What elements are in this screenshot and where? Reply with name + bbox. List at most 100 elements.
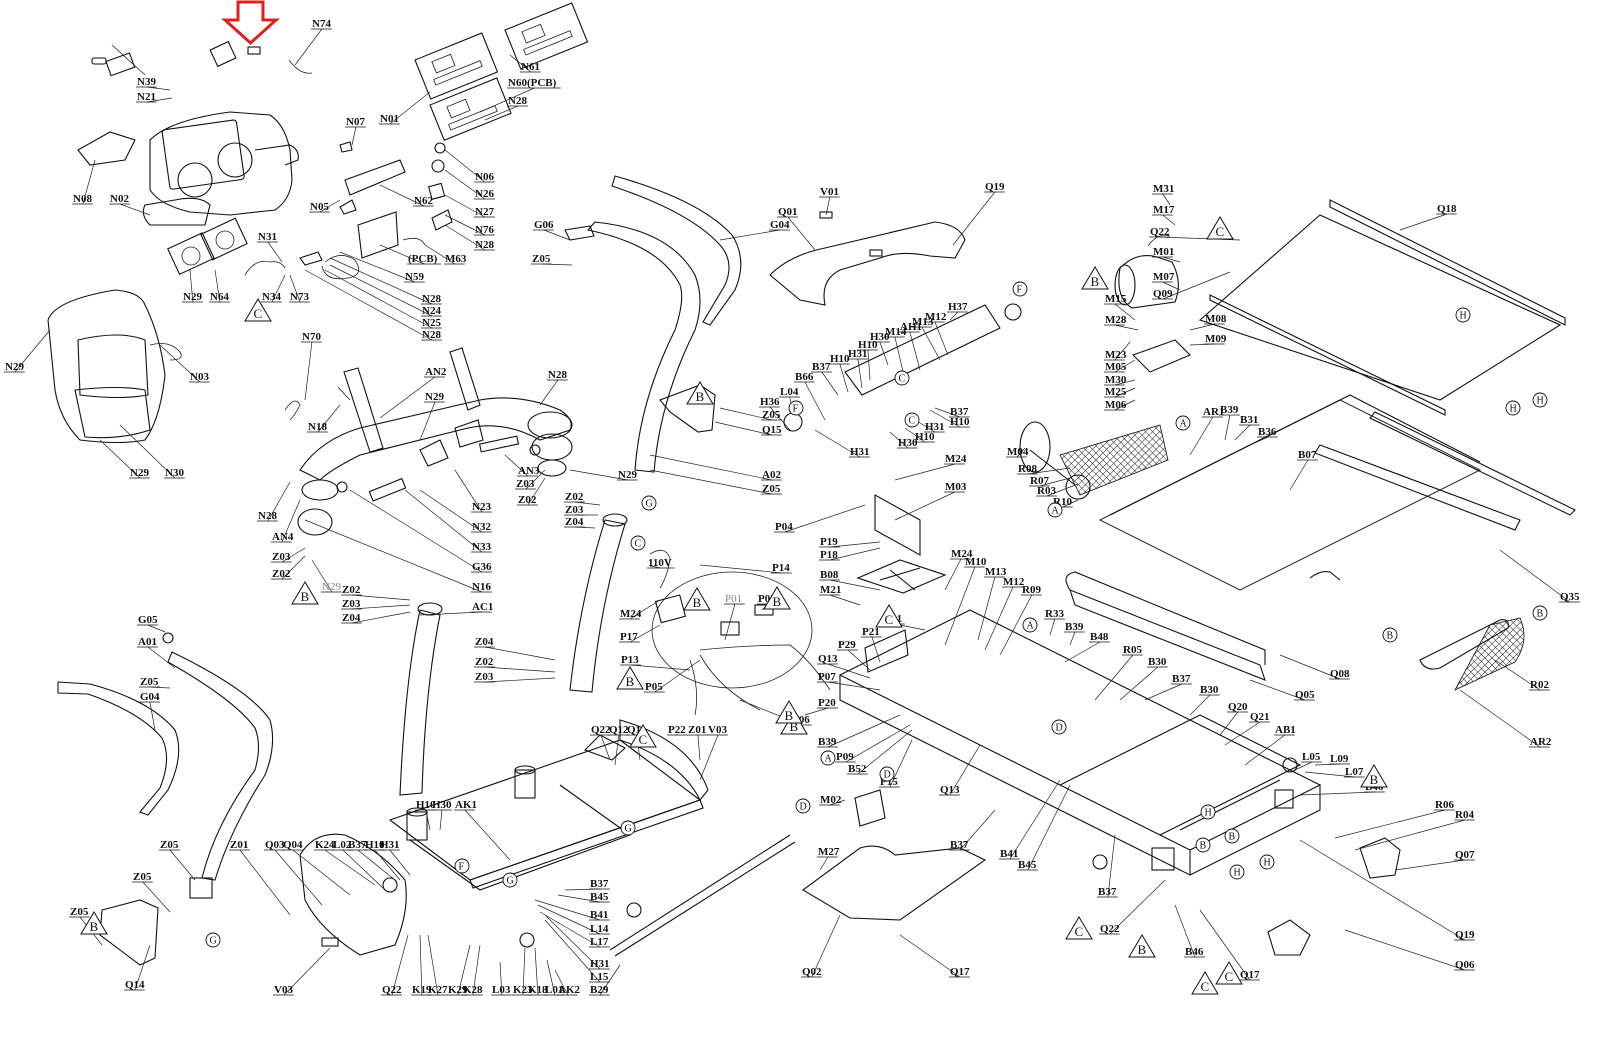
part-label-n27: N27 <box>475 206 494 218</box>
part-label-q04: Q04 <box>283 839 303 851</box>
part-label-n24: N24 <box>422 305 441 317</box>
part-label-m30: M30 <box>1105 374 1127 386</box>
part-label-z05: Z05 <box>70 906 89 918</box>
leader-line <box>871 636 881 663</box>
leader-line <box>959 809 996 851</box>
leader-line <box>1279 654 1341 680</box>
leader-line <box>504 454 529 477</box>
part-label-b39: B39 <box>818 736 837 748</box>
part-label-b41: B41 <box>1000 848 1018 860</box>
leader-line <box>921 326 941 361</box>
leader-line <box>147 646 176 669</box>
part-label-h10: H10 <box>915 431 935 443</box>
leader-line <box>134 944 151 991</box>
part-label-n70: N70 <box>302 331 321 343</box>
circle-marker-icon <box>1051 719 1067 735</box>
part-label-b39: B39 <box>1065 621 1084 633</box>
leader-line <box>1094 654 1134 701</box>
reference-letter: G <box>507 876 514 887</box>
reference-letter: D <box>884 770 891 781</box>
leader-line <box>351 611 411 624</box>
leader-line <box>522 947 526 996</box>
leader-line <box>1046 483 1079 497</box>
leader-line <box>1189 694 1211 716</box>
part-label-b37: B37 <box>1098 886 1117 898</box>
part-label-q20: Q20 <box>1228 701 1248 713</box>
reference-letter: B <box>773 594 782 609</box>
leader-line <box>1494 659 1541 691</box>
part-label-n31: N31 <box>258 231 277 243</box>
part-label-z05: Z05 <box>762 483 781 495</box>
part-label-b37: B37 <box>348 839 367 851</box>
reference-triangle-b: B <box>616 666 644 690</box>
leader-line <box>147 624 166 633</box>
leader-line <box>1009 779 1061 860</box>
part-label-m09: M09 <box>1205 333 1227 345</box>
circle-marker-icon <box>620 820 636 836</box>
part-label-h37: H37 <box>948 301 968 313</box>
leader-line <box>424 244 456 265</box>
part-label-g04: G04 <box>140 691 160 703</box>
roller-assemblies <box>1019 421 1525 691</box>
reference-letter: B <box>790 719 799 734</box>
leader-line <box>1459 689 1541 748</box>
leader-line <box>1069 631 1076 646</box>
leader-line <box>952 191 996 246</box>
part-label-a01: A01 <box>138 636 157 648</box>
reference-circle-h: H <box>1455 307 1471 323</box>
circle-marker-icon <box>1259 854 1275 870</box>
circle-marker-icon <box>502 872 518 888</box>
leader-line <box>544 914 601 970</box>
circle-marker-icon <box>454 858 470 874</box>
part-label-m63: M63 <box>445 253 467 265</box>
leader-line <box>557 894 600 903</box>
part-label-n29: N29 <box>183 291 202 303</box>
part-label-b37: B37 <box>590 878 609 890</box>
part-label-n74: N74 <box>312 18 331 30</box>
reference-circle-h: H <box>1505 400 1521 416</box>
part-label-m28: M28 <box>1105 314 1127 326</box>
part-label-q17: Q17 <box>950 966 970 978</box>
part-label-n29: N29 <box>618 469 637 481</box>
part-label-q08: Q08 <box>1330 668 1350 680</box>
leader-line <box>357 849 396 881</box>
reference-circle-b: B <box>1532 605 1548 621</box>
part-label-n33: N33 <box>472 541 491 553</box>
reference-circle-a: A <box>1047 502 1063 518</box>
reference-letter: B <box>693 595 702 610</box>
circle-marker-icon <box>1195 837 1211 853</box>
leader-line <box>1249 436 1269 446</box>
leader-line <box>419 611 482 616</box>
part-label-l15: L15 <box>590 971 609 983</box>
leader-line <box>825 196 831 216</box>
leader-line <box>525 469 546 490</box>
reference-letter: B <box>1370 772 1379 787</box>
leader-line <box>479 87 535 113</box>
reference-circle-h: H <box>1532 392 1548 408</box>
circle-marker-icon <box>1022 617 1038 633</box>
leader-line <box>149 701 156 731</box>
part-label-m17: M17 <box>1153 204 1175 216</box>
reference-triangle-c: C <box>875 604 903 628</box>
reference-triangle-b: B <box>80 911 108 935</box>
leader-line <box>857 729 913 775</box>
leader-line <box>719 407 772 421</box>
part-label-m25: M25 <box>1105 386 1127 398</box>
leader-line <box>389 849 411 876</box>
part-label-q12: Q12 <box>609 724 629 736</box>
circle-marker-icon <box>1224 828 1240 844</box>
part-label-n23: N23 <box>472 501 491 513</box>
leader-line <box>534 947 539 996</box>
part-label-m13: M13 <box>985 566 1007 578</box>
leader-line <box>379 244 425 265</box>
highlight-arrow <box>221 0 280 46</box>
part-label-q17: Q17 <box>1240 969 1260 981</box>
part-label-z05: Z05 <box>160 839 179 851</box>
leader-line <box>484 646 556 661</box>
leader-line <box>839 363 849 393</box>
reference-triangle-b: B <box>683 587 711 611</box>
reference-circle-f: F <box>454 858 470 874</box>
leader-line <box>599 964 621 996</box>
leader-line <box>351 604 411 610</box>
reference-letter: F <box>793 404 799 415</box>
